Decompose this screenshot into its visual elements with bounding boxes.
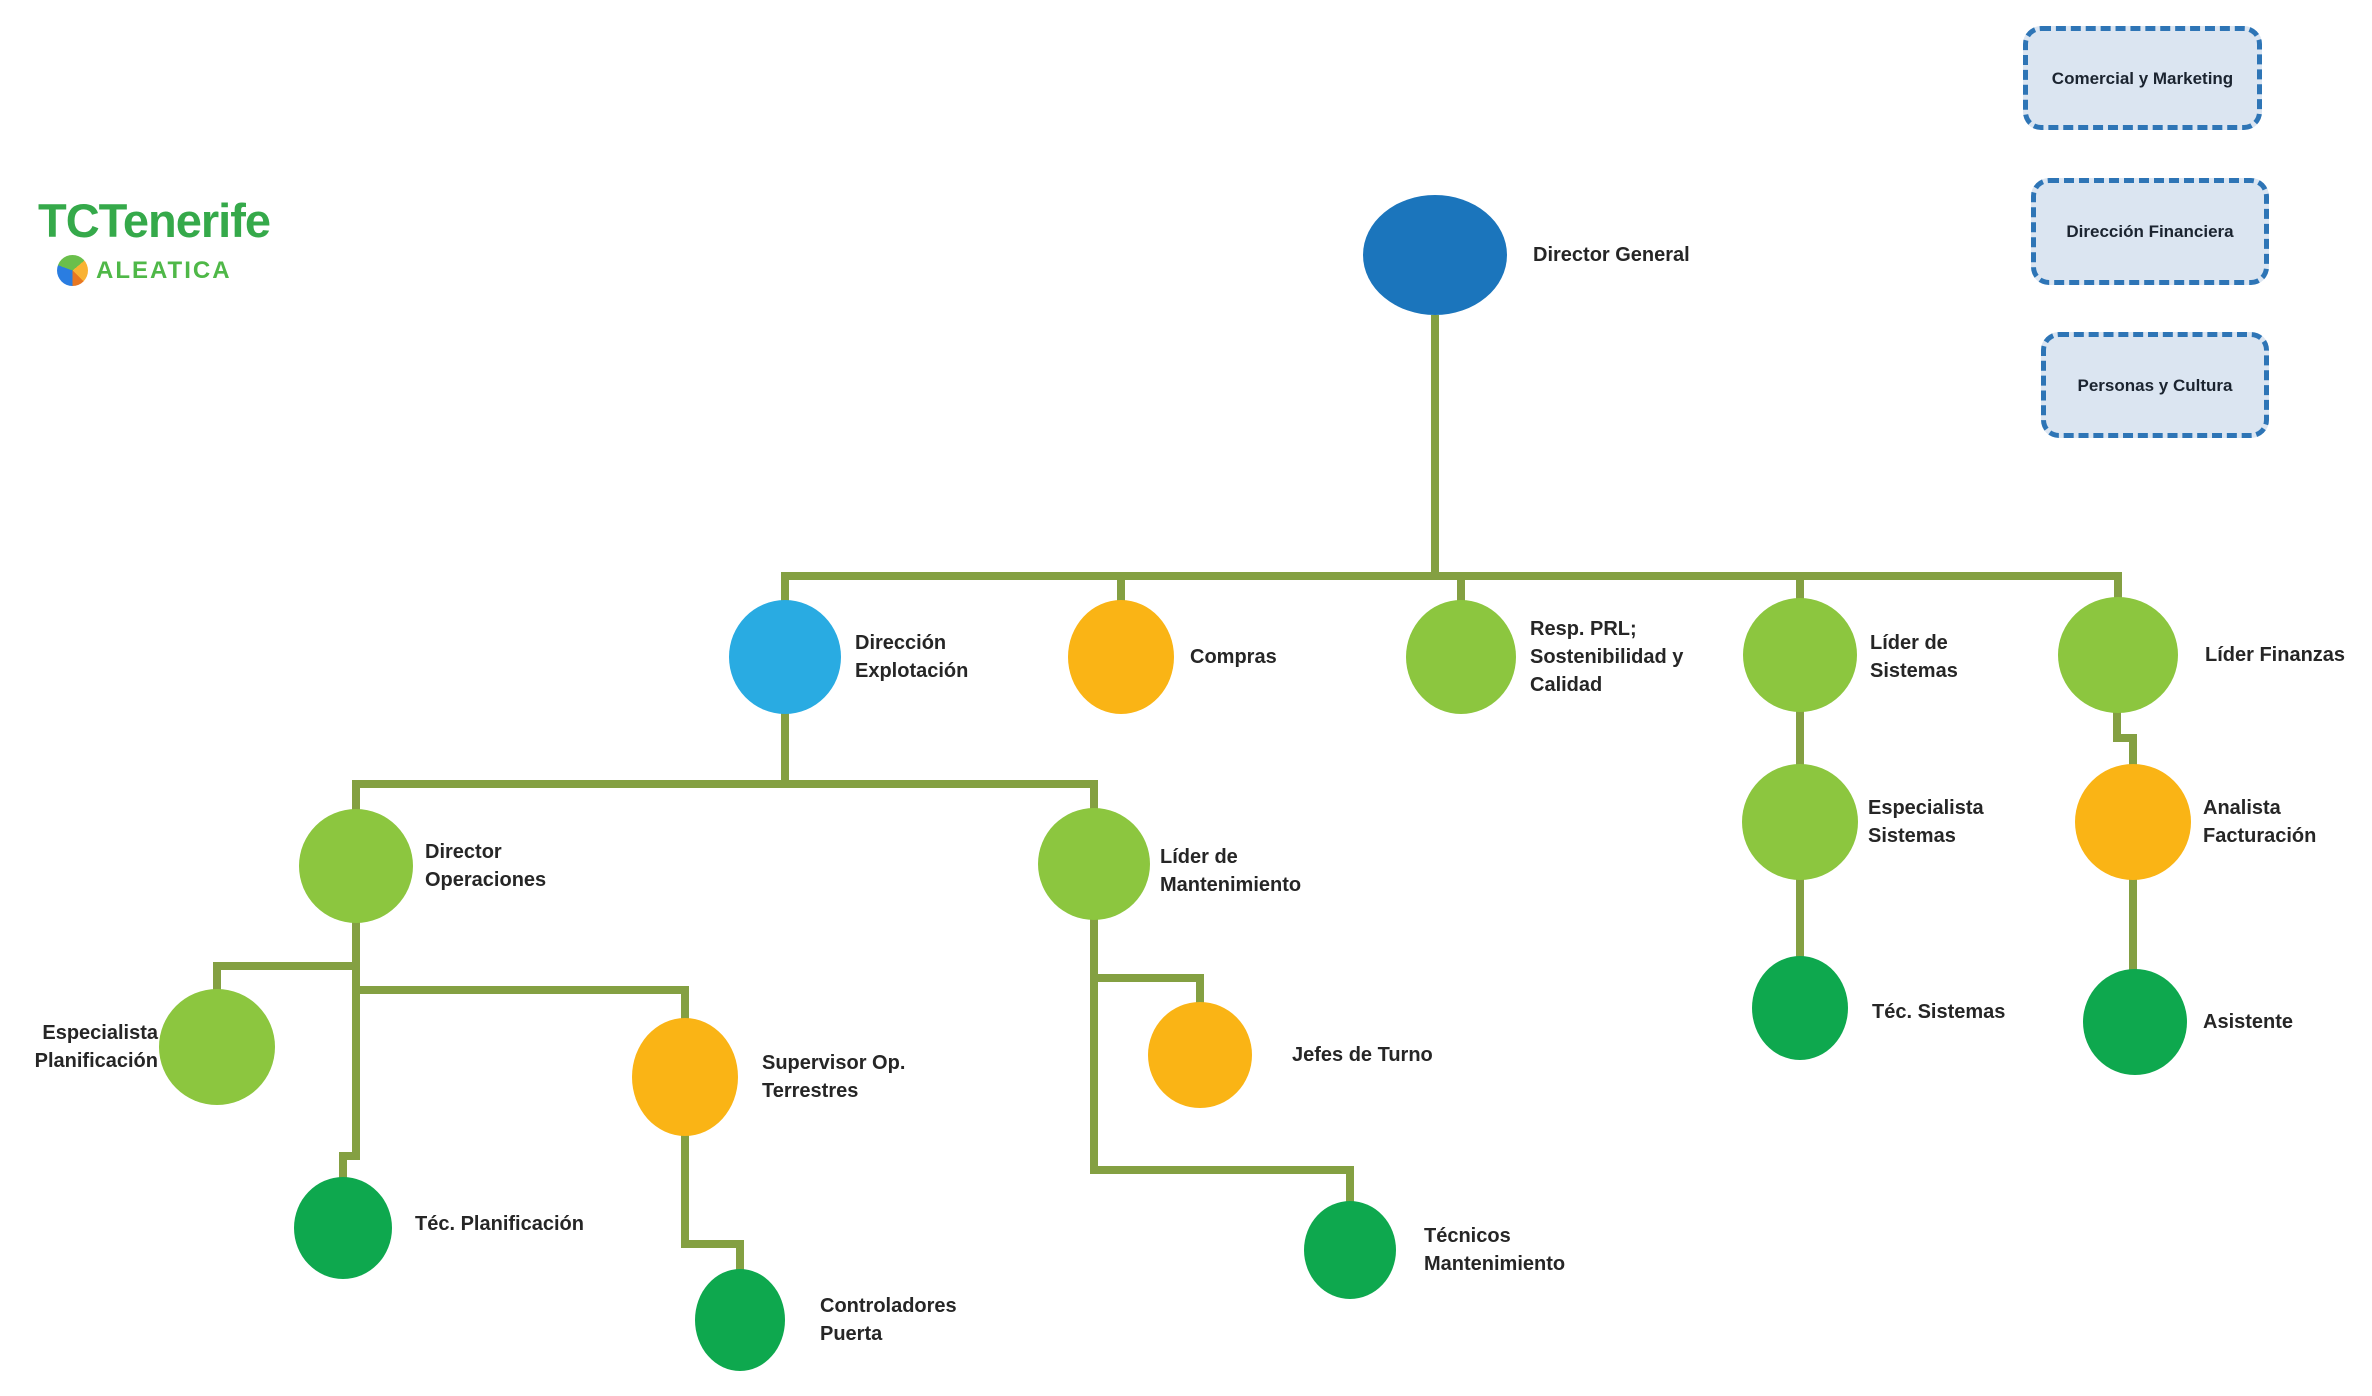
- director-operaciones-label: Director Operaciones: [425, 841, 547, 891]
- aleatica-globe-icon: [57, 255, 88, 286]
- especialista-planificacion-label: Especialista Planificación: [34, 1022, 158, 1072]
- connector-line: [1796, 580, 1804, 600]
- lider-sistemas-circle: [1743, 598, 1857, 712]
- connector-line: [2114, 580, 2122, 599]
- connector-line: [1796, 710, 1804, 766]
- jefes-de-turno-label: Jefes de Turno: [1292, 1044, 1433, 1066]
- connector-line: [2129, 742, 2137, 765]
- especialista-planificacion-circle: [159, 989, 275, 1105]
- connector-line: [781, 712, 789, 782]
- asistente-label: Asistente: [2203, 1011, 2294, 1033]
- connector-line: [352, 921, 360, 1160]
- company-logo-title: TCTenerife: [38, 194, 271, 247]
- brand-logo: ALEATICA: [57, 255, 232, 286]
- tec-sistemas-label: Téc. Sistemas: [1872, 1001, 2006, 1023]
- director-operaciones-circle: [299, 809, 413, 923]
- lider-mantenimiento-label: Líder de Mantenimiento: [1160, 846, 1302, 896]
- connector-line: [681, 1134, 689, 1248]
- legend-box-personas-cultura: Personas y Cultura: [2041, 332, 2269, 438]
- connector-line: [681, 1240, 744, 1248]
- connector-line: [339, 1152, 360, 1160]
- connector-line: [339, 1160, 347, 1179]
- connector-line: [1196, 982, 1204, 1003]
- lider-finanzas-circle: [2058, 597, 2178, 713]
- legend-box-label: Dirección Financiera: [2066, 222, 2234, 241]
- tecnicos-mantenimiento-label: Técnicos Mantenimiento: [1424, 1225, 1566, 1275]
- connector-line: [2113, 711, 2121, 742]
- compras-circle: [1068, 600, 1174, 714]
- compras-label: Compras: [1190, 646, 1277, 668]
- connector-line: [352, 780, 1098, 788]
- connector-line: [1090, 918, 1098, 1174]
- tec-planificacion-circle: [294, 1177, 392, 1279]
- tec-sistemas-circle: [1752, 956, 1848, 1060]
- director-general-label: Director General: [1533, 244, 1690, 266]
- analista-facturacion-label: Analista Facturación: [2203, 797, 2317, 847]
- supervisor-op-terrestres-circle: [632, 1018, 738, 1136]
- director-general-circle: [1363, 195, 1507, 315]
- supervisor-op-terrestres-label: Supervisor Op. Terrestres: [762, 1052, 906, 1102]
- direccion-explotacion-label: Dirección Explotación: [855, 632, 969, 682]
- asistente-circle: [2083, 969, 2187, 1075]
- connector-line: [213, 970, 221, 991]
- legend-box-comercial-marketing: Comercial y Marketing: [2023, 26, 2262, 130]
- resp-prl-circle: [1406, 600, 1516, 714]
- tecnicos-mantenimiento-circle: [1304, 1201, 1396, 1299]
- jefes-de-turno-circle: [1148, 1002, 1252, 1108]
- connector-line: [352, 986, 689, 994]
- brand-logo-text: ALEATICA: [96, 256, 232, 284]
- connector-line: [1431, 315, 1439, 578]
- tec-planificacion-label: Téc. Planificación: [415, 1213, 584, 1235]
- connector-line: [352, 788, 360, 811]
- connector-line: [681, 994, 689, 1020]
- connector-line: [1090, 1166, 1354, 1174]
- connector-line: [781, 572, 2122, 580]
- connector-line: [213, 962, 360, 970]
- connector-line: [736, 1248, 744, 1270]
- connector-line: [1090, 788, 1098, 810]
- connector-line: [2129, 878, 2137, 970]
- controladores-puerta-label: Controladores Puerta: [820, 1295, 957, 1345]
- legend-box-label: Personas y Cultura: [2077, 375, 2233, 395]
- controladores-puerta-circle: [695, 1269, 785, 1371]
- lider-mantenimiento-circle: [1038, 808, 1150, 920]
- connector-line: [2113, 734, 2137, 742]
- lider-finanzas-label: Líder Finanzas: [2205, 644, 2346, 666]
- legend-box-label: Comercial y Marketing: [2051, 68, 2234, 88]
- connector-line: [1457, 580, 1465, 602]
- especialista-sistemas-label: Especialista Sistemas: [1868, 797, 1984, 847]
- lider-sistemas-label: Líder de Sistemas: [1870, 632, 1958, 682]
- connector-line: [1090, 974, 1204, 982]
- legend-box-direccion-financiera: Dirección Financiera: [2031, 178, 2269, 285]
- analista-facturacion-circle: [2075, 764, 2191, 880]
- connector-line: [781, 580, 789, 602]
- connector-line: [1796, 878, 1804, 958]
- especialista-sistemas-circle: [1742, 764, 1858, 880]
- direccion-explotacion-circle: [729, 600, 841, 714]
- connector-line: [1117, 580, 1125, 602]
- connector-line: [1346, 1174, 1354, 1202]
- resp-prl-label: Resp. PRL; Sostenibilidad y Calidad: [1530, 618, 1684, 696]
